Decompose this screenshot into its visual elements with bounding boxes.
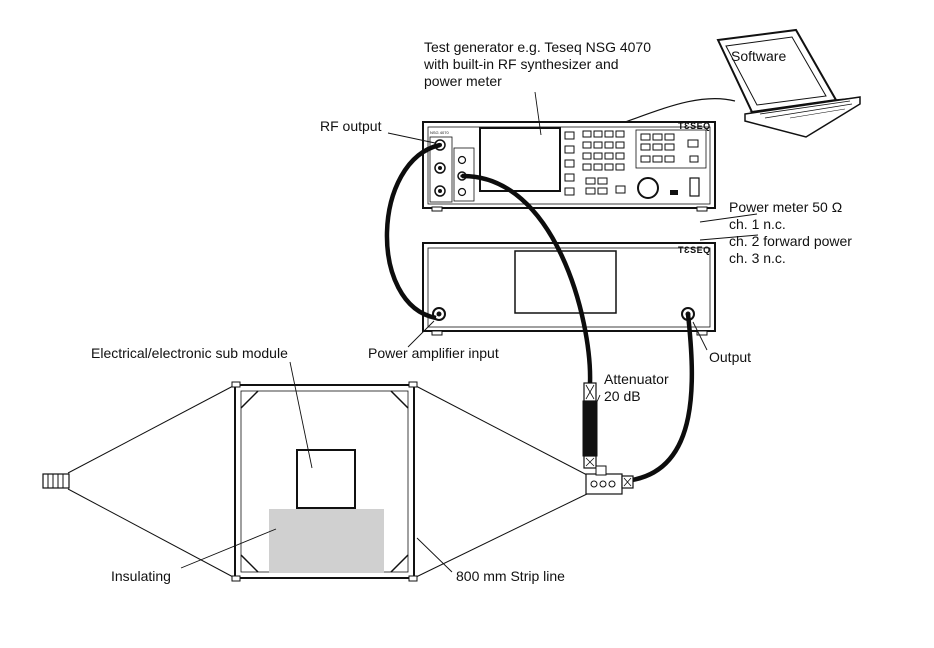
test-generator-label-line2: with built-in RF synthesizer and bbox=[423, 56, 619, 72]
left-connector-icon bbox=[42, 473, 70, 489]
test-generator-label-line3: power meter bbox=[424, 73, 502, 89]
leader-lines bbox=[180, 91, 759, 573]
generator-model: NSG 4070 bbox=[430, 130, 449, 135]
output-cable bbox=[631, 313, 695, 483]
attenuator bbox=[582, 382, 598, 469]
output-label: Output bbox=[709, 349, 751, 365]
power-meter-cable bbox=[461, 173, 593, 384]
test-generator-label: Test generator e.g. Teseq NSG 4070 with … bbox=[423, 39, 651, 89]
strip-line-label: 800 mm Strip line bbox=[456, 568, 565, 584]
soft-keys bbox=[564, 131, 575, 196]
sub-module-box bbox=[296, 449, 356, 509]
rf-output-label: RF output bbox=[320, 118, 382, 134]
laptop-cable bbox=[624, 97, 736, 123]
attenuator-label-line2: 20 dB bbox=[604, 388, 641, 404]
rf-cable bbox=[384, 142, 441, 321]
power-switch bbox=[689, 177, 700, 197]
power-meter-label-line4: ch. 3 n.c. bbox=[729, 250, 786, 266]
attenuator-label-line1: Attenuator bbox=[604, 371, 669, 387]
laptop-icon bbox=[716, 28, 861, 138]
right-connector-icon bbox=[585, 465, 634, 495]
power-meter-label: Power meter 50 Ω ch. 1 n.c. ch. 2 forwar… bbox=[729, 199, 852, 266]
generator-brand: TƐSEQ bbox=[678, 121, 711, 131]
test-generator-label-line1: Test generator e.g. Teseq NSG 4070 bbox=[424, 39, 651, 55]
power-amplifier: TƐSEQ bbox=[422, 242, 716, 336]
attenuator-label: Attenuator 20 dB bbox=[604, 371, 669, 404]
sub-module-label: Electrical/electronic sub module bbox=[91, 345, 288, 361]
power-meter-label-line3: ch. 2 forward power bbox=[729, 233, 852, 249]
amplifier-input-label: Power amplifier input bbox=[368, 345, 499, 361]
power-meter-label-line2: ch. 1 n.c. bbox=[729, 216, 786, 232]
software-label: Software bbox=[731, 48, 786, 64]
rotary-knob-icon bbox=[637, 177, 659, 199]
strip-line bbox=[42, 381, 634, 582]
insulating-block bbox=[269, 509, 384, 573]
insulating-label: Insulating bbox=[111, 568, 171, 584]
test-generator: TƐSEQ NSG 4070 bbox=[422, 121, 716, 212]
attenuator-body bbox=[582, 400, 598, 457]
amplifier-brand: TƐSEQ bbox=[678, 245, 711, 255]
power-meter-label-line1: Power meter 50 Ω bbox=[729, 199, 842, 215]
keypad bbox=[582, 130, 625, 171]
